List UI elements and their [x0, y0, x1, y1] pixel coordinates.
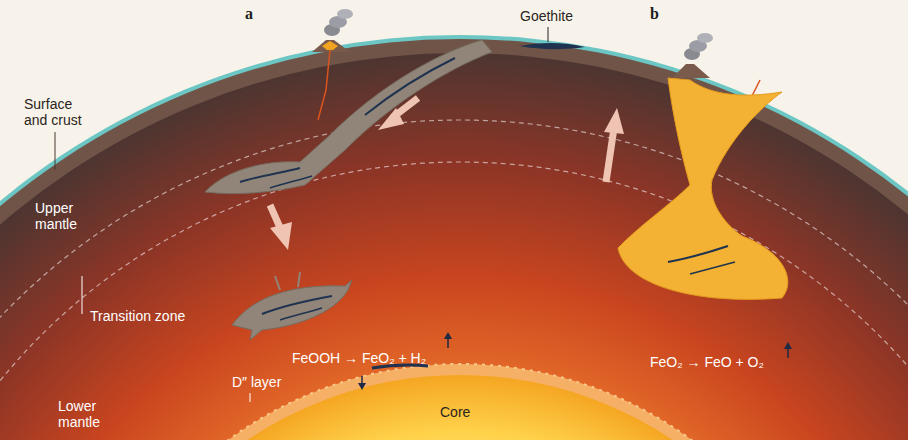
leader-line [82, 276, 83, 314]
subducting-slab [205, 40, 492, 194]
transition-boundary [0, 162, 908, 440]
goethite-vein [240, 168, 300, 182]
arrow-head [378, 108, 404, 130]
goethite-vein [270, 176, 312, 188]
d-layer [69, 364, 851, 440]
panel-letter: b [650, 6, 659, 22]
slab-spike [275, 272, 300, 290]
goethite-vein [262, 296, 332, 314]
layer-label: Core [440, 404, 470, 420]
peroxide-vein [690, 262, 735, 274]
peroxide-vein [668, 246, 728, 262]
arrow-head [604, 108, 624, 134]
leader-line [548, 27, 549, 42]
arrow-head [358, 383, 366, 390]
leader-line [55, 132, 56, 170]
leader-line [250, 393, 251, 402]
arrow-head [270, 222, 292, 250]
reaction-equation: FeOOH → FeO₂ + H₂ [292, 350, 426, 366]
lava [322, 41, 338, 50]
arrow-head [444, 332, 452, 339]
volcano [672, 64, 710, 78]
crust [0, 39, 908, 440]
layer-label: Surface and crust [24, 96, 96, 128]
layer-label: Transition zone [90, 308, 185, 324]
mantle [0, 53, 908, 440]
layer-label: Lower mantle [58, 398, 120, 430]
arrow-head [784, 342, 792, 349]
panel-letter: a [245, 6, 253, 22]
reaction-equation: FeO₂ → FeO + O₂ [650, 354, 764, 370]
mineral-label: Goethite [520, 8, 573, 24]
layer-label: Upper mantle [35, 200, 97, 232]
slab-fragment [232, 280, 352, 340]
core [80, 375, 840, 440]
goethite-deposit [520, 43, 585, 49]
magma-channel [318, 50, 330, 120]
mantle-plume [618, 78, 788, 299]
motion-arrow [606, 128, 614, 182]
ocean [0, 35, 908, 440]
smoke [697, 33, 713, 43]
layer-label: D″ layer [232, 374, 281, 390]
goethite-vein [280, 308, 322, 320]
smoke [337, 9, 353, 19]
volcano [312, 40, 350, 52]
